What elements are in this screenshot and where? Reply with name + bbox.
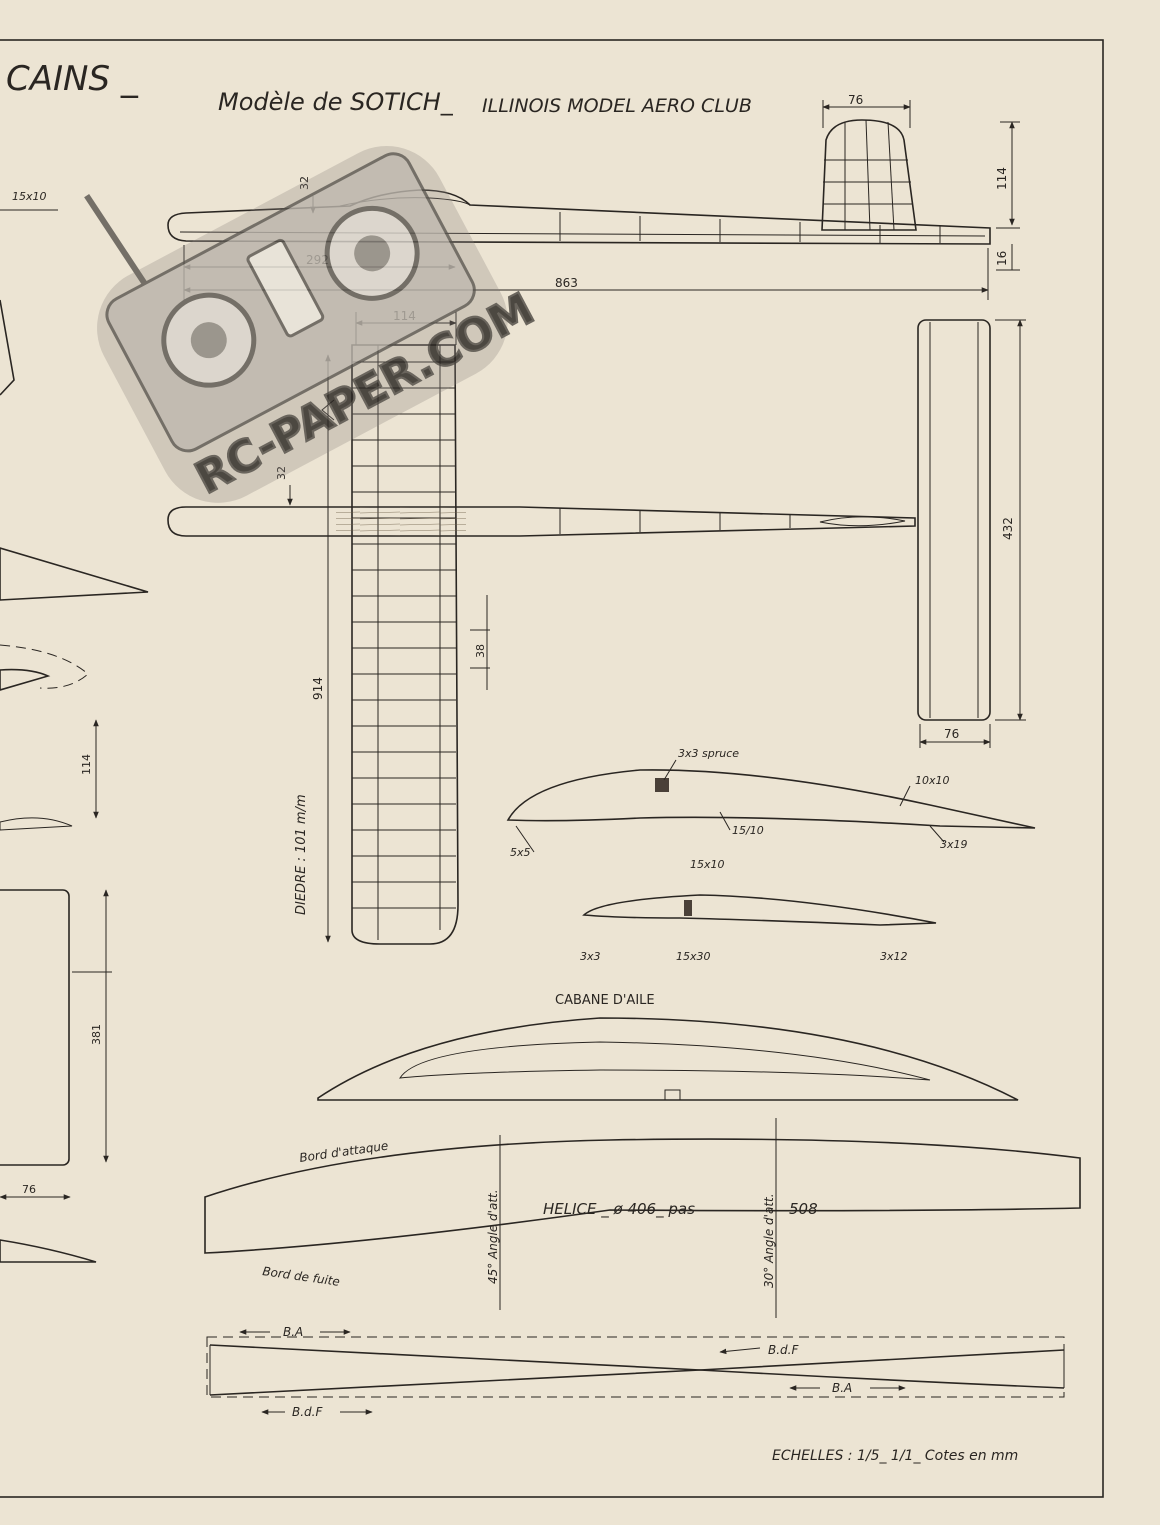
left-stab-chord-dim: 76 <box>22 1183 36 1196</box>
wing-plan: 114 914 DIEDRE : 101 m/m 38 32 <box>275 309 490 945</box>
cabane-section: CABANE D'AILE <box>317 993 1019 1101</box>
fuselage-top <box>167 506 916 537</box>
stab-plan: 432 76 <box>917 319 1026 748</box>
club-title: ILLINOIS MODEL AERO CLUB <box>482 95 752 117</box>
left-stab-span-dim: 381 <box>90 1024 103 1045</box>
twist-bdf-right: B.d.F <box>768 1343 799 1357</box>
propeller-twist: B.A B.d.F B.A B.d.F <box>206 1325 1065 1419</box>
left-spar-label: 15x10 <box>12 190 47 203</box>
left-fin-height-dim: 114 <box>80 754 93 775</box>
stab-section: 15x10 3x3 15x30 3x12 <box>580 858 937 963</box>
ss-spar-top-label: 15x10 <box>690 858 725 871</box>
ws-spar-label: 3x3 spruce <box>678 747 739 760</box>
ws-rib-label: 15/10 <box>732 824 764 837</box>
twist-ba-right: B.A <box>832 1381 852 1395</box>
twist-ba-top: B.A <box>283 1325 303 1339</box>
ss-le-label: 3x3 <box>580 950 601 963</box>
nose-height-dim: 32 <box>298 176 311 190</box>
ws-le-label: 5x5 <box>510 846 531 859</box>
fin-width-dim: 76 <box>848 93 863 107</box>
fuselage-length-dim: 863 <box>555 276 578 290</box>
model-title: Modèle de SOTICH_ <box>218 88 454 116</box>
ss-spar-label: 15x30 <box>676 950 711 963</box>
prop-pitch: 508 <box>789 1200 818 1218</box>
twist-bdf-bottom: B.d.F <box>292 1405 323 1419</box>
cabane-title: CABANE D'AILE <box>555 993 655 1008</box>
rib-spacing-dim: 38 <box>474 644 487 658</box>
page-border <box>0 39 1104 1498</box>
fin <box>821 119 917 231</box>
dihedral-label: DIEDRE : 101 m/m <box>294 794 309 915</box>
wing-offset-dim: 32 <box>275 466 288 480</box>
prop-angle-root: 45° Angle d'att. <box>486 1189 500 1284</box>
ss-te-label: 3x12 <box>880 950 908 963</box>
stab-span-dim: 432 <box>1001 517 1015 540</box>
prop-angle-tip: 30° Angle d'att. <box>762 1193 776 1288</box>
ws-te-label: 3x19 <box>940 838 968 851</box>
partial-title: CAINS _ <box>6 59 139 99</box>
ws-te-strip-label: 10x10 <box>915 774 950 787</box>
prop-te-label: Bord de fuite <box>262 1264 341 1289</box>
fin-height-dim: 114 <box>995 167 1009 190</box>
prop-spec: HELICE _ ø 406_ pas <box>543 1200 695 1219</box>
prop-le-label: Bord d'attaque <box>298 1139 389 1165</box>
wing-span-dim: 914 <box>311 677 325 700</box>
wing-section: 3x3 spruce 10x10 15/10 5x5 3x19 <box>506 747 1036 859</box>
under-fuselage-dim: 16 <box>995 251 1009 266</box>
left-partial-views: 15x10 114 381 76 <box>0 190 149 1263</box>
stab-chord-dim: 76 <box>944 727 959 741</box>
scales-note: ECHELLES : 1/5_ 1/1_ Cotes en mm <box>772 1448 1018 1464</box>
propeller: Bord d'attaque Bord de fuite HELICE _ ø … <box>204 1118 1081 1318</box>
